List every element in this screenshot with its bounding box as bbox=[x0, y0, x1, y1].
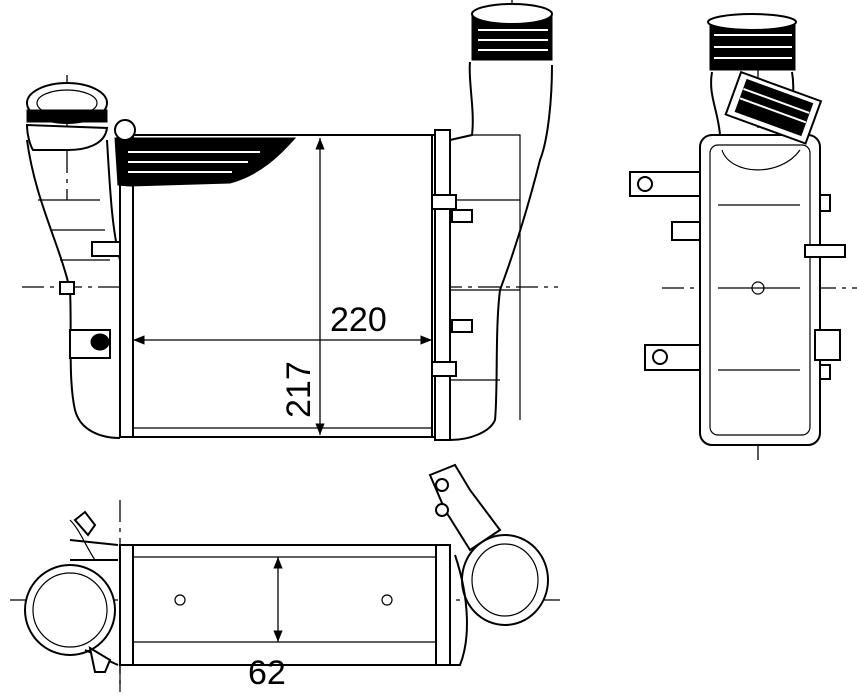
dimension-height-label: 217 bbox=[280, 361, 318, 418]
dimension-depth-label: 62 bbox=[248, 654, 286, 692]
top-core bbox=[119, 544, 451, 666]
front-right-pipe bbox=[431, 3, 553, 441]
front-core bbox=[119, 134, 446, 438]
side-view bbox=[629, 13, 857, 465]
top-view bbox=[10, 463, 560, 692]
front-left-pipe bbox=[25, 82, 121, 439]
front-view: 220 217 bbox=[22, 0, 558, 441]
dimension-width-label: 220 bbox=[330, 301, 387, 339]
